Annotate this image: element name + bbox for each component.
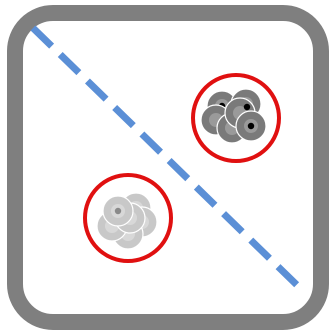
disc	[236, 111, 266, 141]
light-disc-cluster	[85, 175, 171, 261]
dark-disc-cluster	[193, 75, 279, 161]
disc	[103, 196, 133, 226]
